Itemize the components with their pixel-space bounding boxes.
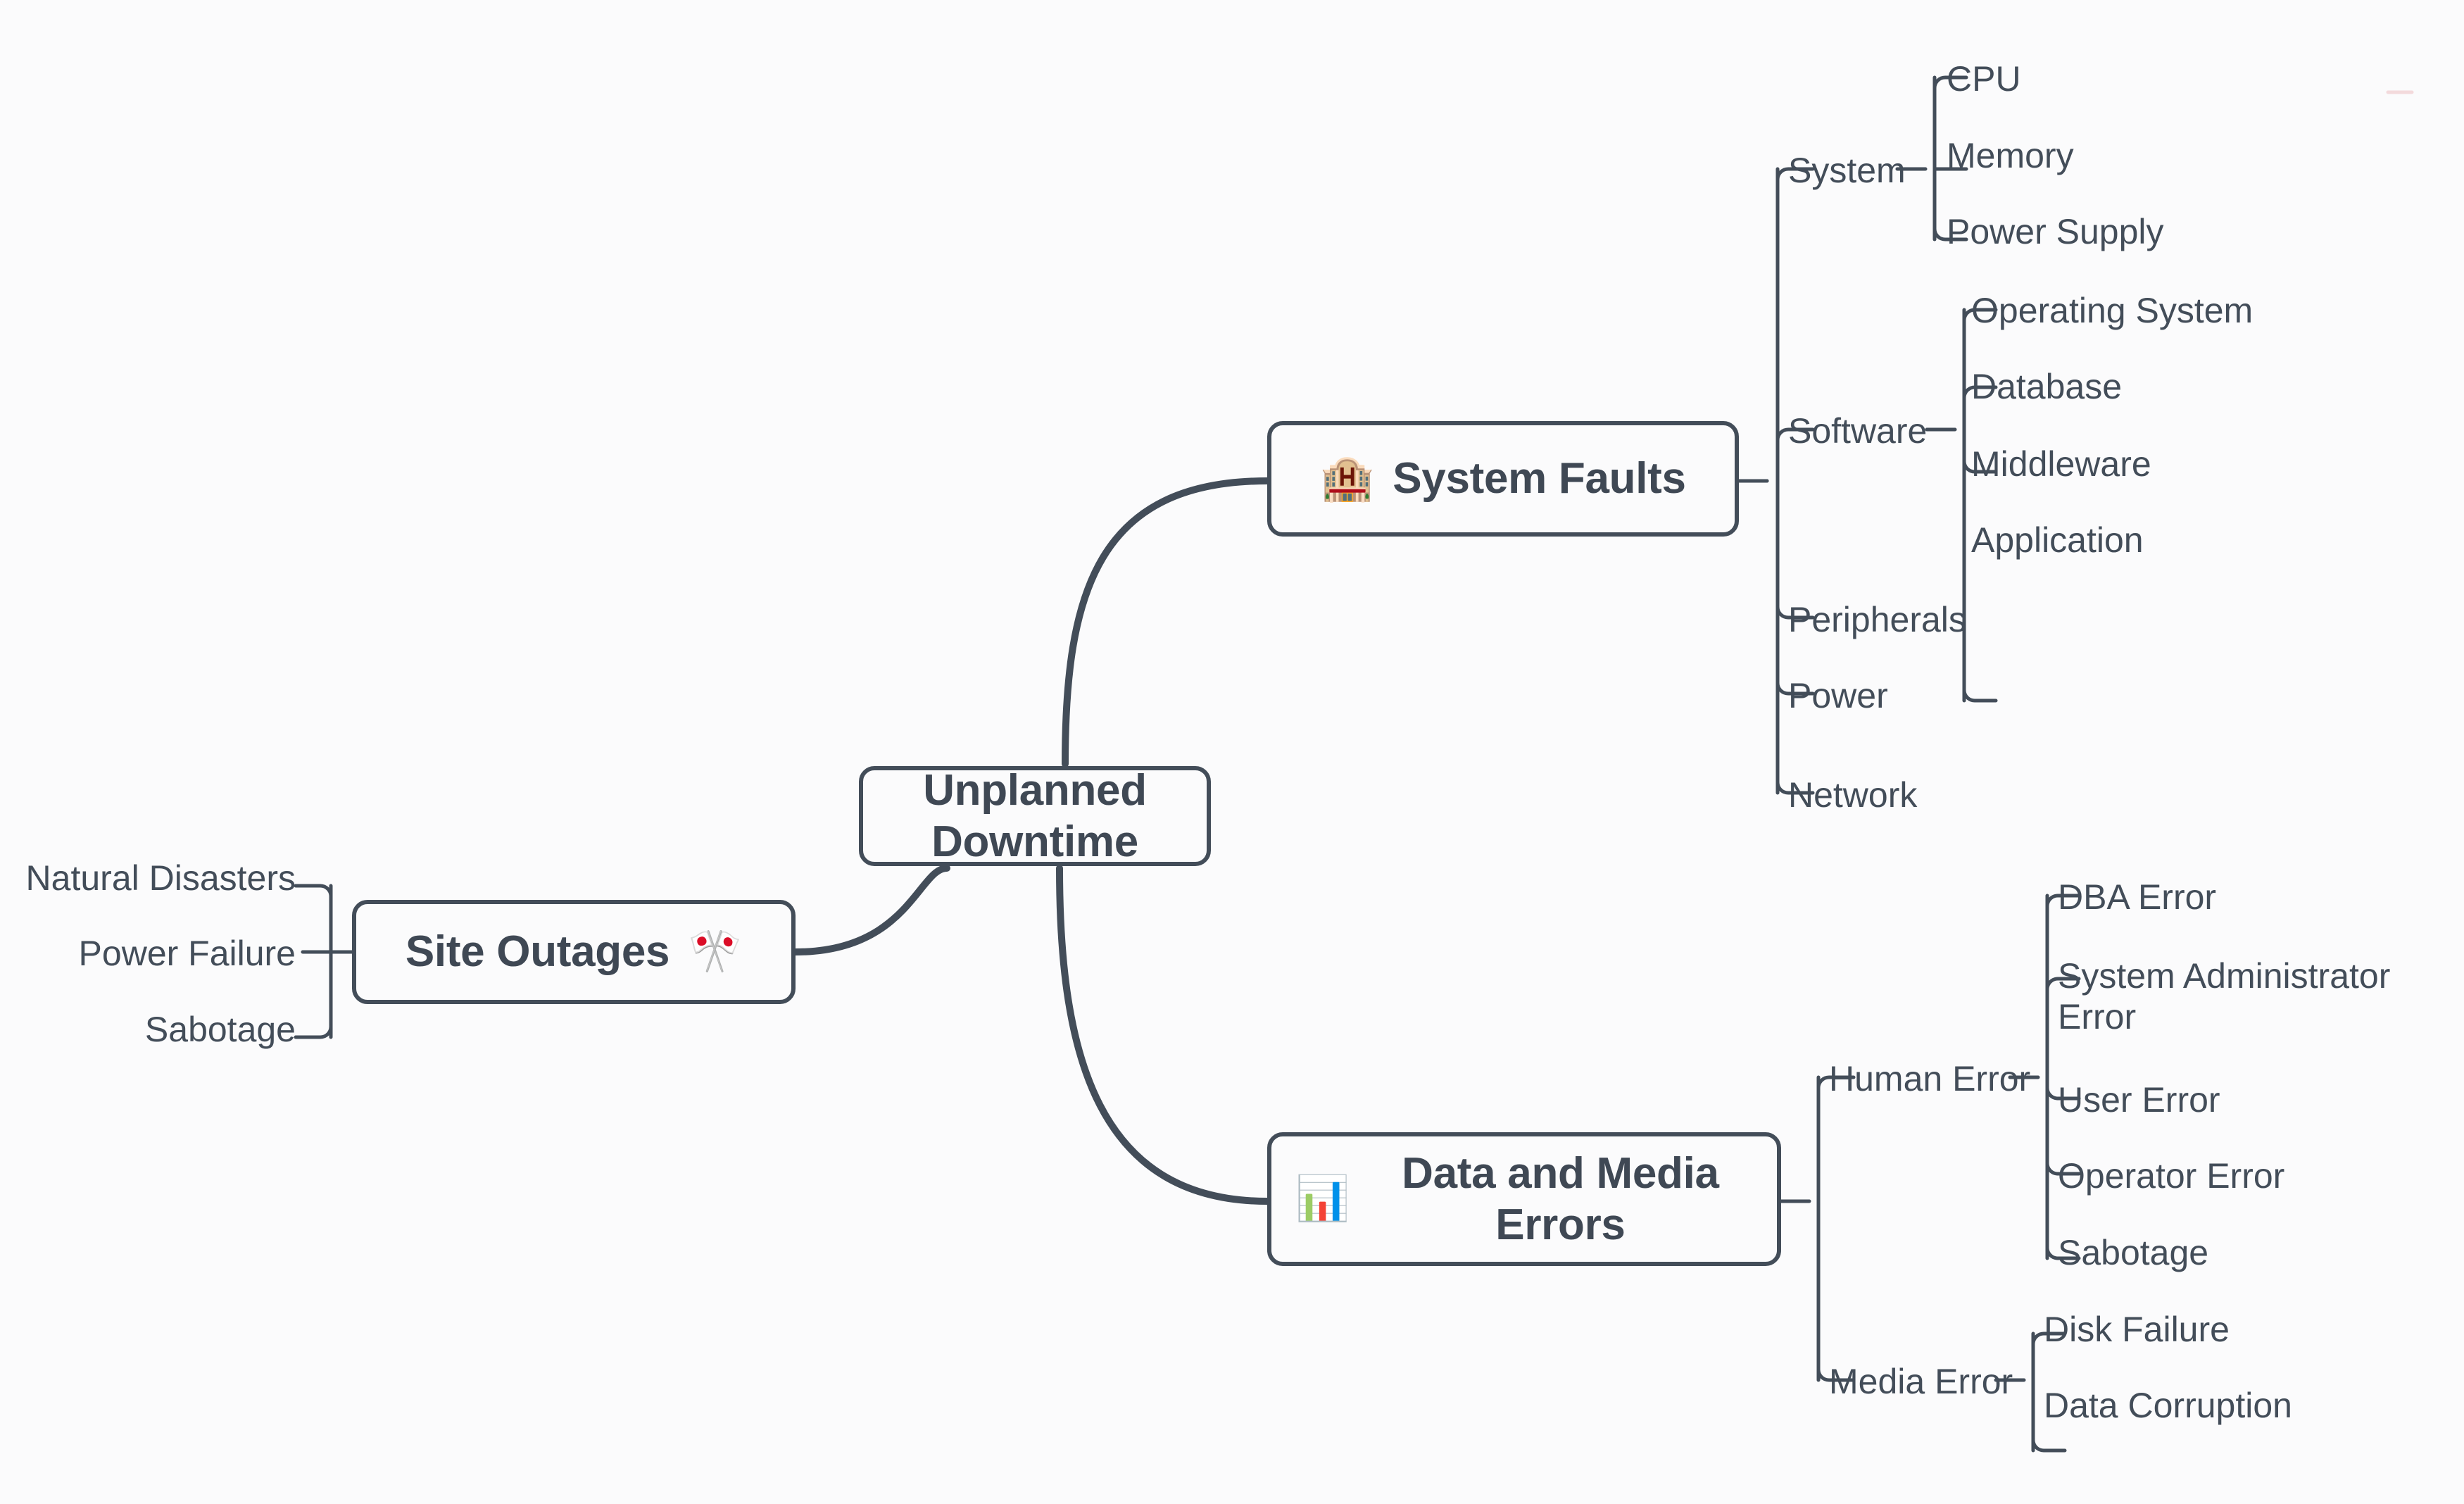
node-dba-error[interactable]: DBA Error bbox=[2058, 877, 2217, 917]
node-operator-error[interactable]: Operator Error bbox=[2058, 1156, 2285, 1196]
node-media-error[interactable]: Media Error bbox=[1829, 1362, 2013, 1401]
node-power-failure[interactable]: Power Failure bbox=[78, 934, 296, 973]
node-memory[interactable]: Memory bbox=[1947, 136, 2074, 175]
node-disk-failure[interactable]: Disk Failure bbox=[2044, 1310, 2230, 1349]
node-database[interactable]: Database bbox=[1971, 367, 2123, 406]
hotel-building-icon: 🏨 bbox=[1320, 454, 1375, 503]
node-natural-disasters[interactable]: Natural Disasters bbox=[25, 858, 296, 898]
node-sabotage-human[interactable]: Sabotage bbox=[2058, 1233, 2209, 1272]
node-operating-system[interactable]: Operating System bbox=[1971, 291, 2254, 330]
node-peripherals[interactable]: Peripherals bbox=[1788, 600, 1966, 639]
node-site-outages-label: Site Outages bbox=[405, 927, 670, 977]
bar-chart-increasing-icon: 📊 bbox=[1295, 1174, 1350, 1223]
node-system-administrator-error[interactable]: System Administrator Error bbox=[2058, 956, 2391, 1036]
node-user-error[interactable]: User Error bbox=[2058, 1080, 2220, 1120]
node-center-unplanned-downtime[interactable]: Unplanned Downtime bbox=[859, 766, 1211, 866]
node-site-outages[interactable]: Site Outages 🎌 bbox=[352, 900, 796, 1004]
node-system-faults[interactable]: 🏨 System Faults bbox=[1267, 421, 1739, 537]
node-sabotage-site[interactable]: Sabotage bbox=[144, 1010, 296, 1049]
node-system[interactable]: System bbox=[1788, 151, 1906, 190]
crossed-flags-icon: 🎌 bbox=[688, 927, 743, 976]
node-data-and-media-errors-label: Data and Media Errors bbox=[1402, 1148, 1719, 1249]
node-data-corruption[interactable]: Data Corruption bbox=[2044, 1386, 2292, 1425]
node-network[interactable]: Network bbox=[1788, 775, 1918, 815]
node-human-error[interactable]: Human Error bbox=[1829, 1059, 2031, 1098]
node-system-faults-label: System Faults bbox=[1393, 454, 1686, 503]
node-software[interactable]: Software bbox=[1788, 411, 1928, 451]
node-middleware[interactable]: Middleware bbox=[1971, 444, 2151, 484]
node-data-and-media-errors[interactable]: 📊 Data and Media Errors bbox=[1267, 1132, 1781, 1266]
node-application[interactable]: Application bbox=[1971, 520, 2144, 560]
node-cpu[interactable]: CPU bbox=[1947, 59, 2021, 99]
node-center-label: Unplanned Downtime bbox=[923, 765, 1147, 866]
node-power-supply[interactable]: Power Supply bbox=[1947, 212, 2164, 251]
node-power[interactable]: Power bbox=[1788, 676, 1888, 715]
